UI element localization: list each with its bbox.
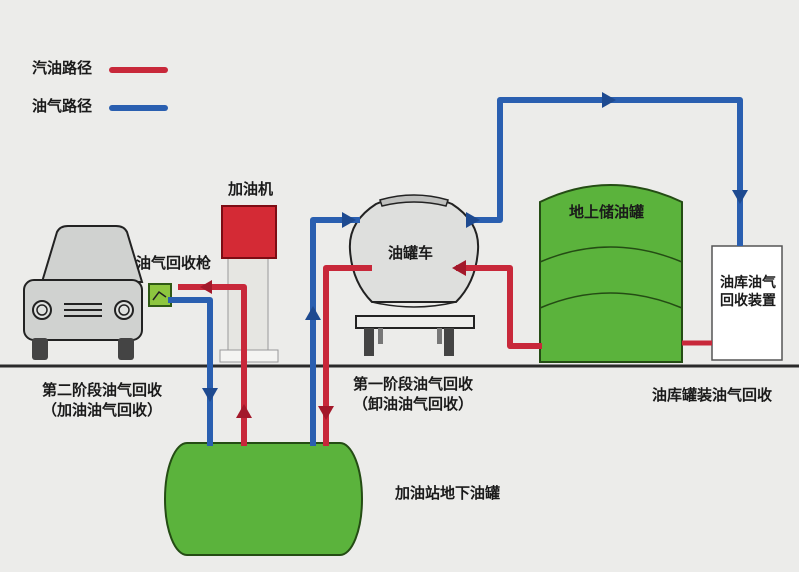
stage2-label-line1: 第二阶段油气回收 (41, 381, 162, 399)
storage-tank-label: 地上储油罐 (569, 203, 645, 221)
arrow-left-nozzle (200, 280, 212, 294)
arrow-down-nozzle-vapor (202, 388, 218, 402)
car (23, 225, 144, 360)
stage2-label-line2: （加油油气回收） (41, 400, 162, 419)
recovery-device-box (711, 245, 783, 361)
arrow-up-dispenser (236, 404, 252, 418)
fuel-dispenser (219, 205, 279, 363)
stage1-label-line2: （卸油油气回收） (352, 394, 473, 413)
legend-gasoline-label: 汽油路径 (32, 59, 93, 77)
vapor-nozzle-label: 油气回收枪 (136, 254, 212, 272)
depot-loading-label: 油库罐装油气回收 (652, 386, 773, 404)
gasoline-pipe-storage (456, 265, 542, 349)
tanker-label: 油罐车 (388, 244, 434, 262)
vapor-pipe-nozzle (168, 297, 213, 446)
legend-vapor-label: 油气路径 (32, 97, 93, 115)
storage-tank-shape (539, 184, 683, 363)
vapor-nozzle (148, 283, 172, 307)
arrow-right-tanker-vapor (342, 212, 356, 228)
stage1-label: 第一阶段油气回收 （卸油油气回收） (339, 375, 487, 414)
tanker-truck (348, 194, 480, 356)
vapor-pipe-depot (466, 97, 743, 246)
recovery-device-label-line2: 回收装置 (720, 293, 776, 310)
recovery-device-label-line1: 油库油气 (720, 275, 776, 291)
arrow-down-device-vapor (732, 190, 748, 204)
recovery-device-label: 油库油气 回收装置 (717, 274, 779, 310)
gasoline-pipe-tanker (323, 265, 372, 446)
underground-tank-label: 加油站地下油罐 (395, 484, 501, 502)
arrow-down-tanker-gas (318, 406, 334, 420)
arrow-right-top-vapor (602, 92, 616, 108)
arrow-right-depot-vapor (466, 212, 480, 228)
stage2-label: 第二阶段油气回收 （加油油气回收） (28, 381, 176, 420)
dispenser-label: 加油机 (228, 180, 274, 198)
underground-tank-shape (164, 442, 363, 556)
arrow-up-tanker-vapor (305, 306, 321, 320)
stage1-label-line1: 第一阶段油气回收 (352, 375, 473, 393)
arrow-left-storage-gas (452, 260, 466, 276)
